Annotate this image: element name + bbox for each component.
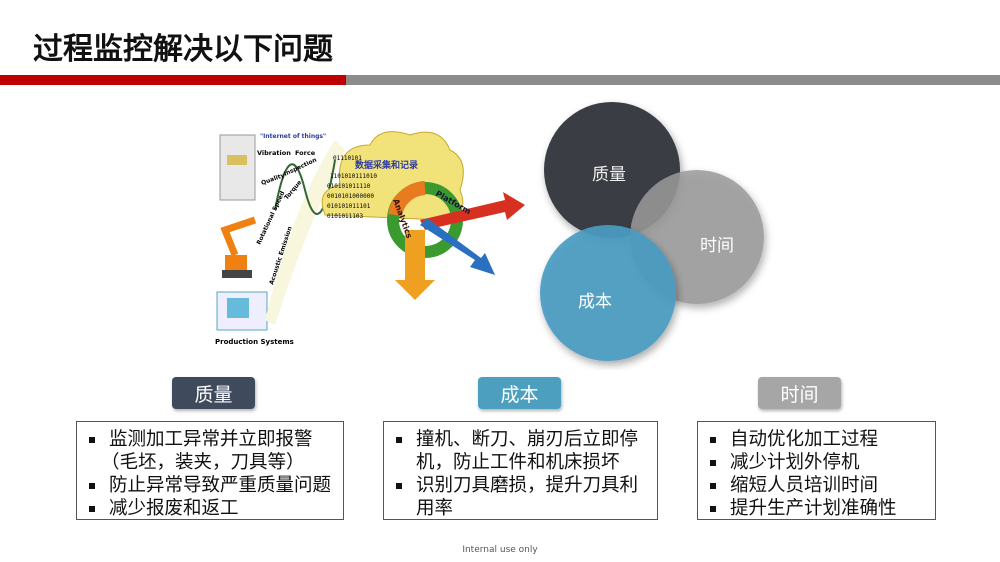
cost-list: 撞机、断刀、崩刃后立即停 机，防止工件和机床损坏 识别刀具磨损，提升刀具利 用率 — [383, 421, 658, 520]
signal-label: Quality — [260, 172, 285, 187]
list-item: 识别刀具磨损，提升刀具利 — [394, 474, 647, 497]
footer-classification: Internal use only — [462, 545, 538, 555]
list-item: 减少计划外停机 — [708, 451, 925, 474]
list-item: 监测加工异常并立即报警 — [87, 428, 333, 451]
quality-tag: 质量 — [172, 377, 255, 409]
binary-text: 01110101 — [333, 155, 362, 162]
signal-label: Force — [295, 149, 316, 157]
list-item: 缩短人员培训时间 — [708, 474, 925, 497]
title-divider-bar — [346, 75, 1000, 85]
cloud-icon: 01110101 1101010111010 010101011110 0010… — [321, 131, 464, 221]
signal-label: Rotational Speed — [255, 190, 286, 246]
cost-tag: 成本 — [478, 377, 561, 409]
list-item: 撞机、断刀、崩刃后立即停 — [394, 428, 647, 451]
list-item: 自动优化加工过程 — [708, 428, 925, 451]
page-title: 过程监控解决以下问题 — [33, 32, 333, 67]
cloud-label: 数据采集和记录 — [355, 159, 418, 171]
list-item: 减少报废和返工 — [87, 497, 333, 520]
robot-arm-icon — [220, 216, 257, 278]
signal-ribbon — [265, 140, 345, 325]
list-item: 机，防止工件和机床损坏 — [416, 452, 620, 473]
arrow-diagonal-icon — [420, 218, 495, 275]
venn-circle-cost — [540, 225, 676, 361]
venn-label-quality: 质量 — [592, 165, 626, 185]
analytics-ring — [388, 181, 426, 217]
binary-text: 1101010111010 — [330, 173, 377, 180]
signal-label: Vibration — [257, 149, 291, 157]
quality-list: 监测加工异常并立即报警 （毛坯，装夹，刀具等） 防止异常导致严重质量问题 减少报… — [76, 421, 344, 520]
list-item: 提升生产计划准确性 — [708, 497, 925, 520]
press-machine-icon — [219, 134, 256, 201]
signal-label: Torque — [283, 179, 303, 201]
iot-label: "Internet of things" — [260, 133, 326, 140]
venn-label-time: 时间 — [700, 236, 734, 256]
arrow-down-icon — [395, 230, 435, 300]
iot-illustration: Production Systems "Internet of things" … — [215, 131, 525, 346]
binary-text: 0010101000000 — [327, 193, 374, 200]
time-list: 自动优化加工过程 减少计划外停机 缩短人员培训时间 提升生产计划准确性 — [697, 421, 936, 520]
production-label: Production Systems — [215, 338, 294, 346]
arrow-right-icon — [420, 192, 525, 230]
list-item: （毛坯，装夹，刀具等） — [101, 452, 305, 473]
cnc-machine-icon — [216, 291, 268, 331]
list-item: 防止异常导致严重质量问题 — [87, 474, 333, 497]
title-accent-bar — [0, 75, 346, 85]
time-tag: 时间 — [758, 377, 841, 409]
binary-text: 0101011103 — [327, 213, 364, 220]
binary-text: 010101011101 — [327, 203, 371, 210]
list-item: 用率 — [416, 498, 454, 519]
venn-diagram: 质量 时间 成本 — [540, 102, 764, 361]
binary-text: 010101011110 — [327, 183, 371, 190]
venn-label-cost: 成本 — [578, 292, 612, 312]
